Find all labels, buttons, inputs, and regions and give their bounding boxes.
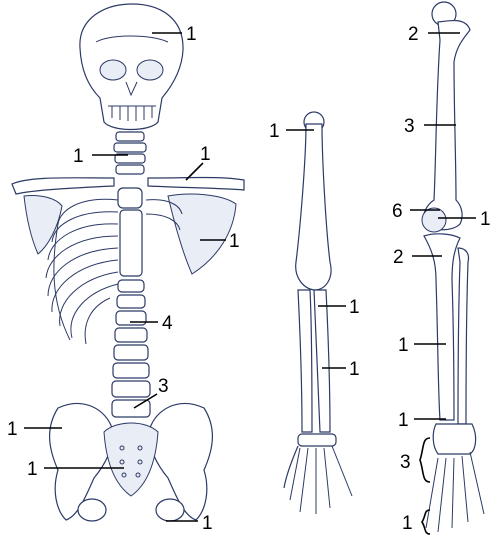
label-phalanges: 1 <box>402 510 430 534</box>
svg-text:1: 1 <box>480 209 491 230</box>
cervical-spine <box>114 132 146 174</box>
skull <box>80 4 183 130</box>
svg-text:6: 6 <box>392 201 403 222</box>
svg-text:3: 3 <box>404 116 415 137</box>
svg-text:3: 3 <box>158 376 169 397</box>
svg-text:1: 1 <box>202 513 213 534</box>
svg-text:1: 1 <box>269 121 280 142</box>
thoracic-lumbar-spine <box>112 280 150 417</box>
svg-text:4: 4 <box>162 313 173 334</box>
svg-text:1: 1 <box>398 335 409 356</box>
svg-text:2: 2 <box>408 24 419 45</box>
svg-text:1: 1 <box>402 513 413 534</box>
svg-text:1: 1 <box>7 419 18 440</box>
sternum <box>118 188 142 276</box>
label-clavicle: 1 <box>186 144 211 180</box>
svg-text:2: 2 <box>393 247 404 268</box>
leg-bones <box>422 2 484 532</box>
svg-text:1: 1 <box>73 146 84 167</box>
svg-text:1: 1 <box>200 144 211 165</box>
svg-text:1: 1 <box>229 231 240 252</box>
svg-text:1: 1 <box>186 24 197 45</box>
arm-bones <box>284 112 352 514</box>
svg-text:1: 1 <box>349 297 360 318</box>
svg-text:1: 1 <box>27 459 38 480</box>
svg-text:1: 1 <box>398 410 409 431</box>
svg-text:3: 3 <box>400 452 411 473</box>
svg-text:1: 1 <box>349 359 360 380</box>
label-tarsals: 3 <box>400 438 430 482</box>
pelvis <box>50 404 213 521</box>
